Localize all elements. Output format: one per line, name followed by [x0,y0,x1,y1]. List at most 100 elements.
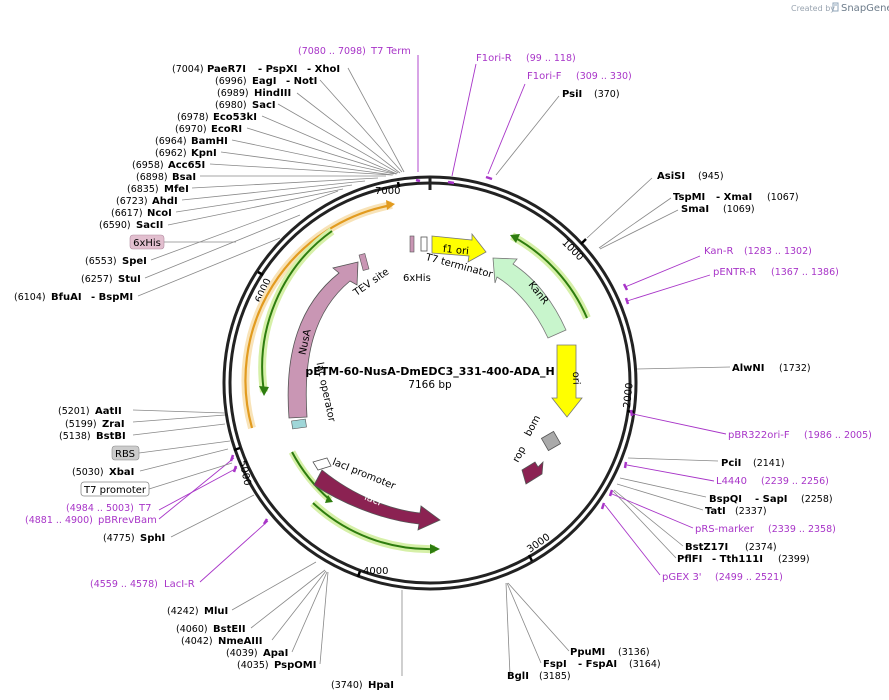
enzyme-name[interactable]: BfuAI [51,292,82,303]
enzyme-name[interactable]: EcoRI [211,124,242,135]
primer-name[interactable]: F1ori-F [527,71,562,82]
tick-3000 [527,554,534,562]
enzyme-pos: (6590) [99,220,131,231]
enzyme-name-alt[interactable]: - XmaI [716,192,752,203]
enzyme-name[interactable]: BspQI [709,494,742,505]
ori-label: ori [570,371,581,384]
his-tag-label: 6xHis [403,273,431,284]
his-tag-box [409,235,415,253]
enzyme-name[interactable]: BsaI [172,172,196,183]
enzyme-name[interactable]: PspOMI [274,660,316,671]
primer-pos: (2239 .. 2256) [761,476,829,487]
enzyme-name[interactable]: TatI [705,506,726,517]
enzyme-name[interactable]: AsiSI [657,171,685,182]
enzyme-pos: (370) [594,89,620,100]
t7-terminator-box [420,236,428,252]
enzyme-pos: (6962) [155,148,187,159]
enzyme-pos: (2258) [801,494,833,505]
enzyme-name[interactable]: Acc65I [168,160,205,171]
enzyme-name[interactable]: SpeI [122,256,147,267]
enzyme-name-alt[interactable]: - NotI [286,76,317,87]
primer-name[interactable]: pENTR-R [713,267,756,278]
tick-4000 [356,570,362,578]
nusa-label: NusA [298,328,314,356]
enzyme-name[interactable]: PsiI [562,89,582,100]
enzyme-name-alt[interactable]: - SapI [755,494,787,505]
enzyme-name[interactable]: StuI [118,274,141,285]
enzyme-name[interactable]: PflFI [677,554,702,565]
primer-name[interactable]: LacI-R [164,579,195,590]
enzyme-pos: (3740) [331,680,363,691]
primer-name[interactable]: F1ori-R [476,53,512,64]
enzyme-name[interactable]: AhdI [152,196,178,207]
enzyme-pos: (3185) [539,671,571,682]
enzyme-name[interactable]: SphI [140,533,165,544]
primer-name[interactable]: pBRrevBam [98,515,157,526]
primer-name[interactable]: T7 [138,503,151,514]
primer-name[interactable]: pBR322ori-F [728,430,790,441]
primer-pos: (7080 .. 7098) [298,46,366,57]
enzyme-name[interactable]: EagI [252,76,276,87]
tick-marks [233,181,635,578]
enzyme-name-alt[interactable]: - FspAI [578,659,617,670]
enzyme-name[interactable]: BstEII [213,624,246,635]
rop-label: rop [511,445,528,465]
enzyme-name-alt[interactable]: - PspXI [258,64,297,75]
enzyme-name-alt[interactable]: - Tth111I [712,554,763,565]
enzyme-pos: (6978) [177,112,209,123]
enzyme-name[interactable]: TspMI [673,192,705,203]
credit-text: Created by [791,4,835,13]
enzyme-name[interactable]: MfeI [164,184,189,195]
enzyme-name[interactable]: BstZ17I [685,542,728,553]
ori-arrow [551,344,583,418]
enzyme-name[interactable]: NmeAIII [218,636,262,647]
enzyme-name[interactable]: Eco53kI [213,112,257,123]
enzyme-name[interactable]: SacI [252,100,276,111]
primer-pos: (4881 .. 4900) [25,515,93,526]
enzyme-pos: (6989) [217,88,249,99]
enzyme-name[interactable]: PaeR7I [207,64,246,75]
enzyme-name[interactable]: HpaI [368,680,394,691]
enzyme-pos: (4242) [167,606,199,617]
enzyme-pos: (1067) [767,192,799,203]
primer-name[interactable]: T7 Term [370,46,411,57]
tick-label-4000: 4000 [363,566,388,577]
enzyme-pos: (6958) [132,160,164,171]
enzyme-name[interactable]: SmaI [681,204,709,215]
enzyme-name[interactable]: BamHI [191,136,228,147]
enzyme-name[interactable]: NcoI [147,208,172,219]
enzyme-pos: (6257) [81,274,113,285]
enzyme-name[interactable]: MluI [204,606,228,617]
f1-ori-label: f1 ori [442,244,469,258]
enzyme-name[interactable]: FspI [543,659,567,670]
tick-7000 [396,181,401,188]
f1-ori-arrow [431,232,487,263]
primer-name[interactable]: pRS-marker [695,524,755,535]
enzyme-name[interactable]: BstBI [96,431,126,442]
enzyme-name[interactable]: AatII [95,406,122,417]
enzyme-name[interactable]: KpnI [191,148,217,159]
enzyme-name-alt[interactable]: - BspMI [91,292,133,303]
enzyme-name[interactable]: PciI [721,458,741,469]
primer-name[interactable]: Kan-R [704,246,733,257]
enzyme-name[interactable]: ApaI [263,648,288,659]
laci-promoter-arrow [312,457,332,471]
t7-promoter-leader [148,462,233,490]
enzyme-name[interactable]: AlwNI [732,363,765,374]
enzyme-name-alt2[interactable]: - XhoI [307,64,340,75]
enzyme-pos: (6964) [155,136,187,147]
brand-text: SnapGene [841,3,889,14]
primer-pos: (1986 .. 2005) [804,430,872,441]
enzyme-name[interactable]: HindIII [254,88,291,99]
enzyme-pos: (5138) [59,431,91,442]
primer-name[interactable]: pGEX 3' [662,572,702,583]
enzyme-pos: (5030) [72,467,104,478]
enzyme-name[interactable]: BglI [507,671,529,682]
enzyme-name[interactable]: SacII [136,220,163,231]
enzyme-name[interactable]: PpuMI [570,647,605,658]
enzyme-name[interactable]: XbaI [109,467,134,478]
primer-name[interactable]: L4440 [716,476,747,487]
primer-pos: (99 .. 118) [526,53,576,64]
enzyme-name[interactable]: ZraI [102,419,125,430]
